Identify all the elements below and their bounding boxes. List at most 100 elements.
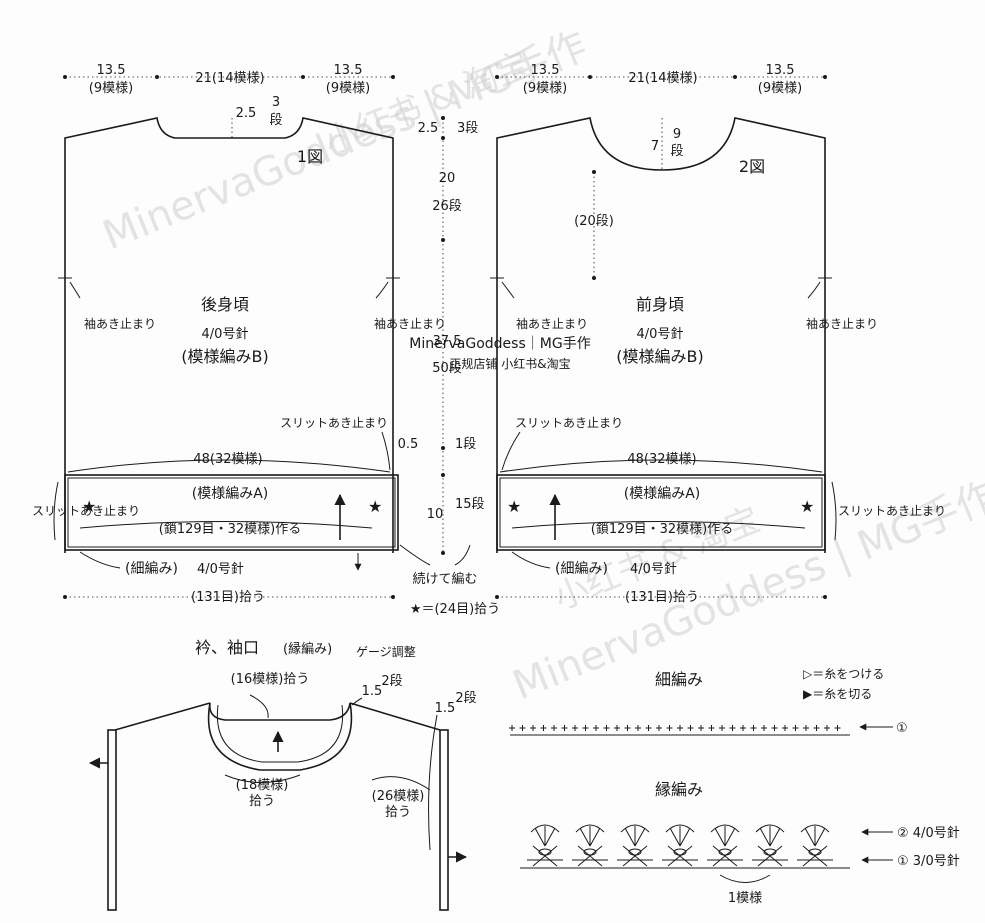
center-d2: 20 [439,171,456,186]
sc-chart-title: 細編み [655,670,703,689]
center-d1: 2.5 [418,121,439,136]
back-star-left: ★ [82,497,96,516]
back-slit-top-label: スリットあき止まり [280,416,388,430]
sc-stitch-symbol [803,725,809,731]
sc-stitch-row [509,725,841,731]
edge-row-2: ② 4/0号針 [897,826,960,841]
sc-stitch-symbol [771,725,778,731]
sc-stitch-symbol [593,725,599,731]
front-top-right-sub: (9模様) [758,81,802,96]
center-d5-rows: 15段 [455,497,485,512]
back-top-right-dim: 13.5 [334,63,363,78]
back-body-outline [64,117,394,553]
sc-stitch-symbol [519,725,526,731]
sc-stitch-symbol [551,725,557,731]
back-sleeve-stop-left: 袖あき止まり [84,316,156,331]
front-sleeve-stop-left: 袖あき止まり [516,316,588,331]
sc-stitch-symbol [698,725,704,731]
sc-stitch-symbol [614,725,620,731]
sc-stitch-symbol [635,725,641,731]
sc-row-1: ① [896,721,908,736]
center-d3-rows: 50段 [432,361,462,376]
front-title: 前身頃 [636,295,684,314]
back-chain: (鎖129目・32模様)作る [159,521,302,537]
front-top-right-dim: 13.5 [766,63,795,78]
edge-motif-symbol [797,824,833,867]
sc-stitch-symbol [582,725,589,731]
star-note: ★＝(24目)拾う [410,602,500,617]
edge-motif-symbol [707,824,743,867]
back-pattern: (模様編みB) [181,347,268,366]
collar-neck-width: 1.5 [362,684,383,699]
edge-chart-title: 縁編み [655,780,703,799]
sc-stitch-symbol [719,725,725,731]
collar-inner-pick2: 拾う [249,794,275,809]
sc-stitch-symbol [540,725,547,731]
back-neck-depth: 2.5 [236,106,257,121]
sc-stitch-symbol [666,725,673,731]
front-top-mid-dim: 21(14模様) [628,71,697,86]
front-slit-top-label: スリットあき止まり [515,416,623,430]
front-width-dim: 48(32模様) [627,452,696,467]
edge-row-1: ① 3/0号針 [897,854,960,869]
back-top-mid-dim: 21(14模様) [195,71,264,86]
center-d4-rows: 1段 [455,437,476,452]
front-slit-side: スリットあき止まり [838,504,946,518]
sc-stitch-symbol [824,725,830,731]
front-neck-depth: 7 [651,139,659,154]
collar-neck-rows: 2段 [381,674,402,689]
front-star-left: ★ [507,497,521,516]
front-chain: (鎖129目・32模様)作る [591,521,734,537]
back-pattern-a: (模様編みA) [192,486,269,502]
edge-motif-symbol [572,824,608,867]
sc-stitch-symbol [509,725,515,731]
edge-motif-symbol [617,824,653,867]
sc-legend-attach: ▷＝糸をつける [803,667,884,681]
front-neck-rows: 9 [673,127,681,142]
sc-stitch-symbol [761,725,767,731]
collar-title-sub: (縁編み) [283,641,332,657]
front-top-left-dim: 13.5 [531,63,560,78]
collar-cuff-figure: 衿、袖口 (縁編み) ゲージ調整 (16模様)拾う 1.5 2段 (18模様) … [88,638,477,911]
collar-title: 衿、袖口 [195,638,259,657]
front-sleeve-stop-right: 袖あき止まり [806,316,878,331]
edge-repeat-label: 1模様 [728,891,762,906]
front-pattern: (模様編みB) [616,347,703,366]
back-width-dim: 48(32模様) [193,452,262,467]
sc-stitch-symbol [530,725,536,731]
sc-stitch-symbol [603,725,610,731]
center-d4: 0.5 [398,437,419,452]
center-d5: 10 [427,507,444,522]
continue-note: 続けて編む [412,571,477,587]
sc-stitch-symbol [624,725,631,731]
cuff-pick2: 拾う [385,805,411,820]
back-top-left-sub: (9模様) [89,81,133,96]
back-top-left-dim: 13.5 [97,63,126,78]
sc-stitch-symbol [792,725,799,731]
front-top-left-sub: (9模様) [523,81,567,96]
back-ribbing-needle: 4/0号針 [197,562,244,577]
front-star-right: ★ [800,497,814,516]
back-neck-rows-unit: 段 [269,113,282,128]
sc-stitch-symbol [572,725,578,731]
cuff-rows: 2段 [455,691,476,706]
sc-stitch-symbol [708,725,715,731]
center-watermark-title: MinervaGoddess｜MG手作 [409,336,590,352]
center-d1-rows: 3段 [457,121,478,136]
front-shoulder-rows: (20段) [574,214,614,229]
front-neck-rows-unit: 段 [670,144,683,159]
cuff-width: 1.5 [435,701,456,716]
sc-stitch-symbol [834,725,841,731]
sc-stitch-symbol [561,725,568,731]
back-star-right: ★ [368,497,382,516]
sc-stitch-symbol [677,725,683,731]
back-figure-label: 1図 [297,147,323,166]
front-ribbing: (細編み) [555,561,608,577]
sc-stitch-symbol [645,725,652,731]
sc-legend-cut: ▶＝糸を切る [803,687,872,701]
cuff-pick: (26模様) [372,789,425,804]
front-body-figure: 13.5 (9模様) 21(14模様) 13.5 (9模様) 7 9 段 2図 … [490,63,946,605]
front-ribbing-needle: 4/0号針 [630,562,677,577]
back-body-figure: 13.5 (9模様) 21(14模様) 13.5 (9模様) 2.5 3 段 1… [32,63,446,605]
